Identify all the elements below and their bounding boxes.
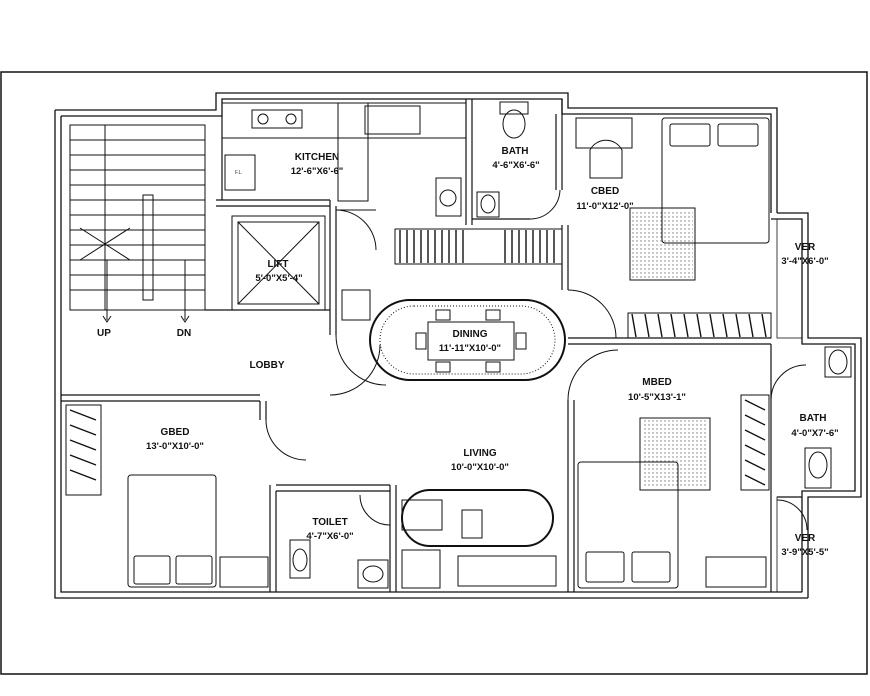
- lift-shaft: [231, 215, 371, 321]
- mbed-furniture: [577, 394, 770, 589]
- lobby-label: LOBBY: [249, 360, 285, 371]
- mbed-size: 10'-5"X13'-1": [628, 392, 686, 403]
- gbed-furniture: [65, 404, 269, 588]
- cbed-size: 11'-0"X12'-0": [576, 201, 634, 212]
- living-furniture: [401, 489, 557, 589]
- toilet-label: TOILET: [312, 517, 348, 528]
- dining-area: [369, 299, 566, 381]
- door-swings: [265, 189, 808, 531]
- staircase: [69, 124, 206, 323]
- living-size: 10'-0"X10'-0": [451, 462, 509, 473]
- balcony-grille: [394, 228, 563, 265]
- hatch: [69, 230, 767, 486]
- drawing-frame: [0, 71, 868, 675]
- gbed-label: GBED: [160, 427, 190, 438]
- gbed-size: 13'-0"X10'-0": [146, 441, 204, 452]
- bath-right-label: BATH: [799, 413, 827, 424]
- bath-fixtures: [476, 101, 529, 218]
- cbed-label: CBED: [590, 186, 620, 197]
- kitchen-size: 12'-6"X6'-6": [290, 166, 344, 177]
- bath-top-size: 4'-6"X6'-6": [492, 160, 540, 171]
- dining-label: DINING: [452, 329, 488, 340]
- bath-right-fixtures: [804, 346, 852, 489]
- lift-size: 5'-0"X5'-4": [255, 273, 303, 284]
- rug-texture: [632, 210, 708, 488]
- kitchen-label: KITCHEN: [294, 152, 340, 163]
- verandah-top: [776, 218, 803, 339]
- verandah-bottom: [776, 496, 803, 593]
- toilet-fixtures: [289, 539, 389, 589]
- toilet-size: 4'-7"X6'-0": [306, 531, 354, 542]
- ver-bottom-label: VER: [794, 533, 816, 544]
- dining-size: 11'-11"X10'-0": [438, 343, 502, 354]
- ver-bottom-size: 3'-9"X5'-5": [781, 547, 829, 558]
- lift-label: LIFT: [267, 259, 289, 270]
- stair-dn-label: DN: [176, 328, 192, 339]
- windows: [54, 330, 700, 599]
- mbed-label: MBED: [642, 377, 672, 388]
- kitchen-counter: [221, 102, 467, 217]
- bath-right-size: 4'-0"X7'-6": [791, 428, 839, 439]
- fridge-label: F.L: [235, 170, 242, 176]
- stair-up-label: UP: [97, 328, 111, 339]
- living-label: LIVING: [463, 448, 497, 459]
- ver-top-size: 3'-4"X6'-0": [781, 256, 829, 267]
- bath-top-label: BATH: [501, 146, 529, 157]
- cbed-furniture: [575, 117, 772, 339]
- ver-top-label: VER: [794, 242, 816, 253]
